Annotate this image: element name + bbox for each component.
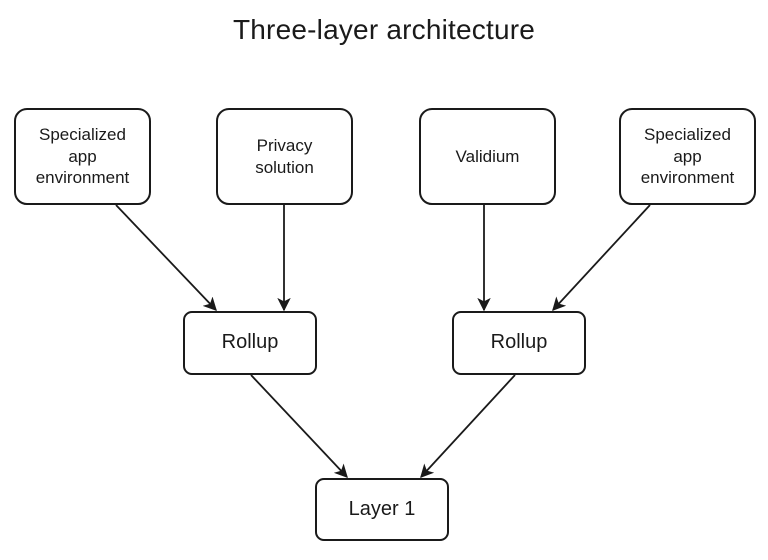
node-specialized-app-environment-left: Specialized app environment: [14, 108, 151, 205]
node-rollup-right: Rollup: [452, 311, 586, 375]
node-label: Rollup: [221, 331, 279, 354]
edge-specialized-app-env-left-to-rollup-left: [115, 204, 217, 311]
node-layer-1: Layer 1: [315, 478, 449, 541]
edge-rollup-right-to-layer-1: [420, 374, 516, 478]
node-rollup-left: Rollup: [183, 311, 317, 375]
diagram-title: Three-layer architecture: [232, 14, 536, 45]
node-label: Privacy solution: [255, 135, 314, 177]
edge-rollup-left-to-layer-1: [250, 374, 348, 478]
node-validium: Validium: [419, 108, 556, 205]
node-label: Validium: [455, 146, 520, 166]
node-specialized-app-environment-right: Specialized app environment: [619, 108, 756, 205]
node-label: Layer 1: [348, 497, 416, 520]
node-privacy-solution: Privacy solution: [216, 108, 353, 205]
node-label: Rollup: [490, 331, 548, 354]
node-label: Specialized app environment: [35, 124, 130, 188]
edge-specialized-app-env-right-to-rollup-right: [552, 204, 651, 311]
node-label: Specialized app environment: [640, 124, 735, 188]
